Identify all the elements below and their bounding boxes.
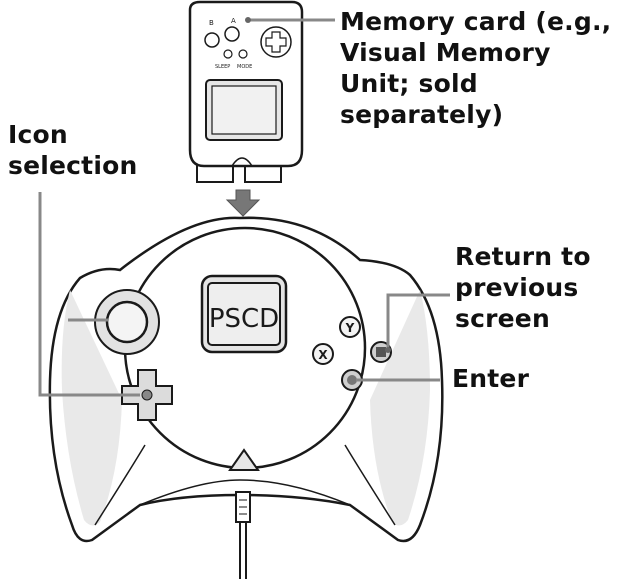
callout-memory-card-line-1: Memory card (e.g., <box>340 7 612 36</box>
memory-card-label-sleep: SLEEP <box>215 64 230 70</box>
callout-enter: Enter <box>452 363 529 394</box>
memory-card-label-mode: MODE <box>237 64 252 70</box>
callout-memory-card-line-2: Visual Memory <box>340 38 551 67</box>
button-a-dot-icon <box>347 375 357 385</box>
insert-arrow-icon <box>225 189 261 217</box>
callout-memory-card-line-4: separately) <box>340 100 504 129</box>
callout-return: Return to previous screen <box>455 241 591 334</box>
callout-icon-selection-line-2: selection <box>8 151 138 180</box>
memory-card-sleep-button <box>223 49 233 59</box>
memory-card: B A SLEEP MODE <box>188 0 304 183</box>
button-x-label: X <box>318 348 328 362</box>
callout-return-line-1: Return to <box>455 242 591 271</box>
callout-icon-selection: Icon selection <box>8 119 137 181</box>
start-button <box>228 448 260 471</box>
analog-stick <box>105 300 149 344</box>
button-y <box>339 316 361 338</box>
memory-card-label-a: A <box>231 17 236 25</box>
vmu-display-text: PSCD <box>209 304 279 334</box>
controller-cable <box>235 491 251 579</box>
callout-icon-selection-line-1: Icon <box>8 120 68 149</box>
callout-memory-card: Memory card (e.g., Visual Memory Unit; s… <box>340 6 611 130</box>
memory-card-button-b <box>204 32 220 48</box>
controller: PSCD Y X <box>48 216 444 543</box>
button-x <box>312 343 334 365</box>
memory-card-mode-button <box>238 49 248 59</box>
memory-card-label-b: B <box>209 19 214 27</box>
button-y-label: Y <box>345 321 355 335</box>
callout-memory-card-line-3: Unit; sold <box>340 69 478 98</box>
button-b-square-icon <box>376 347 386 357</box>
callout-return-line-3: screen <box>455 304 550 333</box>
callout-return-line-2: previous <box>455 273 579 302</box>
leader-icon-selection <box>38 192 140 397</box>
leader-return <box>386 293 450 350</box>
vmu-display <box>207 282 281 346</box>
memory-card-button-a <box>224 26 240 42</box>
leader-lines <box>38 17 450 397</box>
callout-enter-line: Enter <box>452 364 530 393</box>
